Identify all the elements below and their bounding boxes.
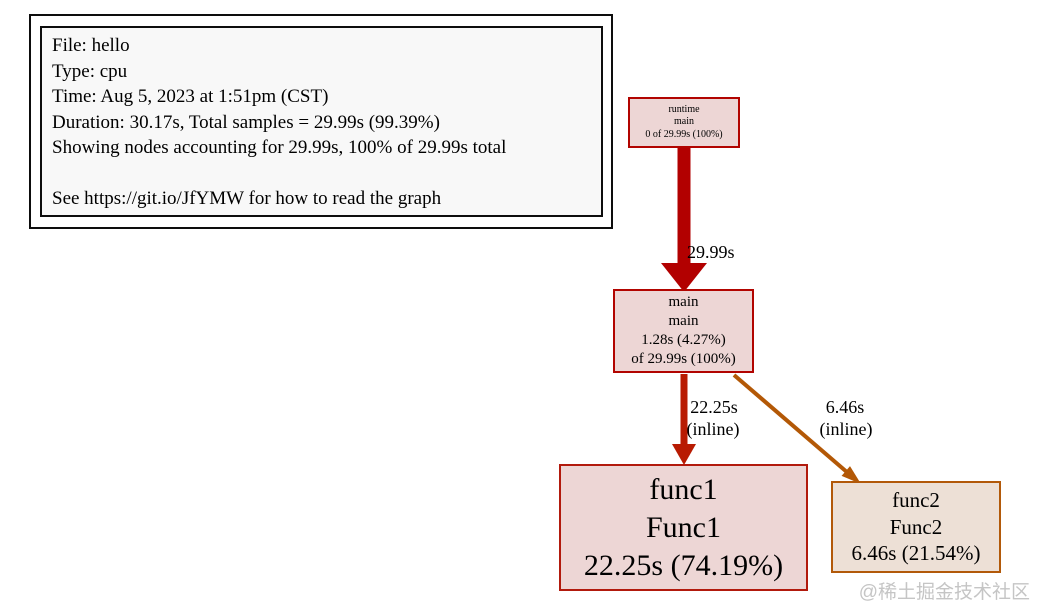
edge-label-main-to-func1-inline: (inline) xyxy=(687,419,740,440)
legend-line-time: Time: Aug 5, 2023 at 1:51pm (CST) xyxy=(52,86,329,107)
legend-line-showing: Showing nodes accounting for 29.99s, 100… xyxy=(52,137,507,158)
edge-label-main-to-func1-value: 22.25s xyxy=(690,397,738,417)
node-main-cum: of 29.99s (100%) xyxy=(631,351,736,367)
arrowhead-main-to-func2-icon xyxy=(841,466,861,484)
legend-box-inner: File: hello Type: cpu Time: Aug 5, 2023 … xyxy=(40,26,603,217)
node-func2-function: Func2 xyxy=(889,514,943,539)
legend-line-help-url: See https://git.io/JfYMW for how to read… xyxy=(52,188,442,209)
legend-line-file: File: hello xyxy=(52,35,130,56)
arrowhead-main-to-func1-icon xyxy=(672,444,696,465)
node-func1-package: func1 xyxy=(649,472,718,506)
node-runtime-main-package: runtime xyxy=(668,103,700,115)
node-func1-value: 22.25s (74.19%) xyxy=(583,548,784,582)
legend-line-type: Type: cpu xyxy=(52,60,128,82)
watermark: @稀土掘金技术社区 xyxy=(858,582,1030,603)
legend-box: File: hello Type: cpu Time: Aug 5, 2023 … xyxy=(29,14,613,229)
node-func1[interactable]: func1 Func1 22.25s (74.19%) xyxy=(559,464,808,591)
node-main[interactable]: main main 1.28s (4.27%) of 29.99s (100%) xyxy=(613,289,754,373)
node-func2-value: 6.46s (21.54%) xyxy=(851,541,981,566)
node-func2-package: func2 xyxy=(892,488,940,513)
edge-main-to-func2 xyxy=(732,373,850,475)
edge-label-runtime-main-to-main: 29.99s xyxy=(687,242,735,262)
node-runtime-main[interactable]: runtime main 0 of 29.99s (100%) xyxy=(628,97,740,148)
node-func2[interactable]: func2 Func2 6.46s (21.54%) xyxy=(831,481,1001,573)
edge-label-main-to-func2-value: 6.46s xyxy=(826,397,865,417)
arrowhead-runtime-main-to-main-icon xyxy=(661,263,707,292)
legend-line-duration: Duration: 30.17s, Total samples = 29.99s… xyxy=(52,111,440,133)
node-runtime-main-value: 0 of 29.99s (100%) xyxy=(645,128,723,140)
node-main-flat: 1.28s (4.27%) xyxy=(641,332,726,348)
node-main-function: main xyxy=(668,313,699,329)
node-func1-function: Func1 xyxy=(646,510,721,544)
edge-label-main-to-func2-inline: (inline) xyxy=(820,419,873,440)
node-main-package: main xyxy=(668,294,699,310)
node-runtime-main-function: main xyxy=(674,116,694,128)
